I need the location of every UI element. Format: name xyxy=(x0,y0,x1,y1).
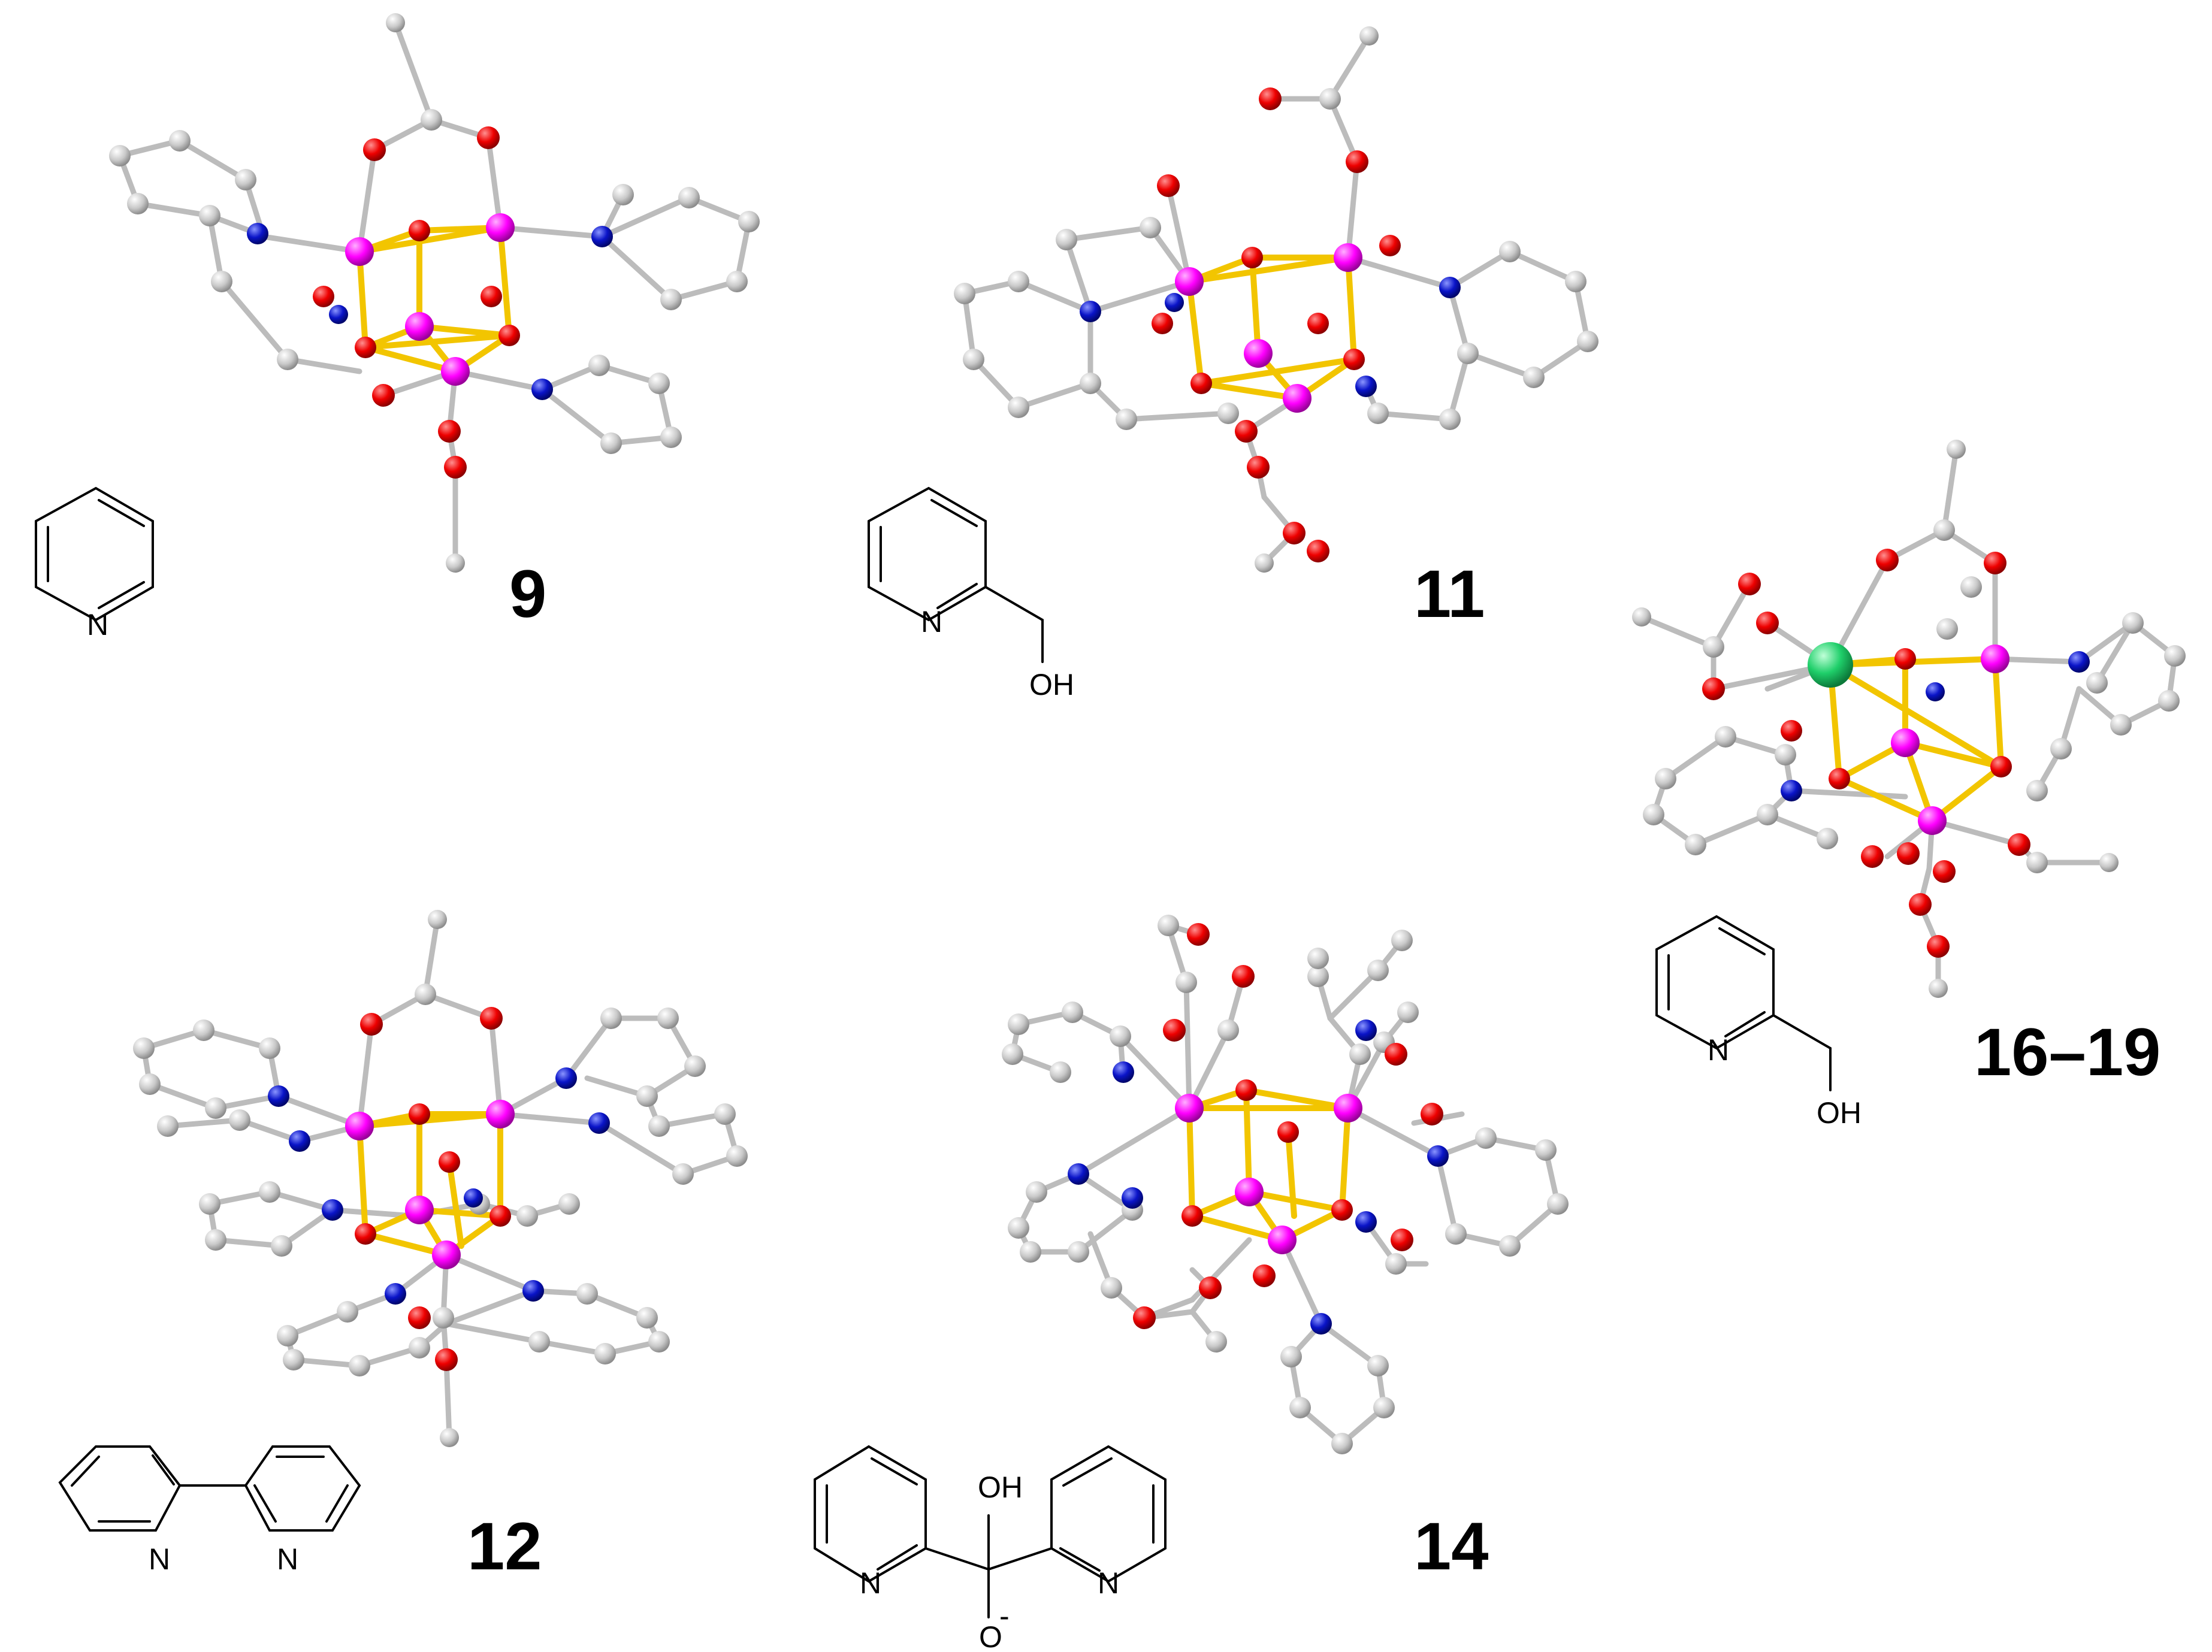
compound-14-ligand-atom-oh: OH xyxy=(978,1471,1023,1504)
compound-14-ligand-atom-n2: N xyxy=(1098,1566,1119,1600)
compound-11-ligand-pyridylmethanol xyxy=(868,486,1044,663)
compound-12-ligand-atom-n2: N xyxy=(277,1542,298,1576)
compound-12-label: 12 xyxy=(467,1509,542,1584)
compound-16-19-ligand-pyridylmethanol xyxy=(1655,915,1832,1091)
compound-12-ligand-atom-n1: N xyxy=(149,1542,170,1576)
compound-14-ligand-atom-n1: N xyxy=(860,1566,881,1600)
compound-12-ligand-bipyridine xyxy=(58,1445,361,1532)
compound-9-ligand-pyridine xyxy=(35,486,154,622)
compound-14-label: 14 xyxy=(1414,1509,1489,1584)
compound-16-19-label: 16–19 xyxy=(1974,1015,2160,1090)
compound-16-19-ligand-atom-oh: OH xyxy=(1817,1096,1862,1130)
compound-9-structure xyxy=(109,13,760,573)
compound-9-ligand-atom-n: N xyxy=(87,608,108,642)
compound-11-ligand-atom-oh: OH xyxy=(1029,668,1074,701)
compound-14-ligand-charge: - xyxy=(999,1599,1010,1633)
compound-16-19-ligand-atom-n: N xyxy=(1708,1033,1729,1067)
compound-14-structure xyxy=(1002,915,1569,1454)
compound-9-label: 9 xyxy=(509,556,546,631)
compound-11-label: 11 xyxy=(1414,556,1485,631)
compound-14-ligand-dipyridyl xyxy=(814,1445,1167,1618)
compound-11-ligand-atom-n: N xyxy=(921,605,942,639)
compound-14-ligand-atom-o: O xyxy=(979,1620,1002,1652)
compound-11-structure xyxy=(954,26,1598,573)
compound-16-19-structure xyxy=(1632,440,2186,998)
compound-12-structure xyxy=(133,910,748,1447)
